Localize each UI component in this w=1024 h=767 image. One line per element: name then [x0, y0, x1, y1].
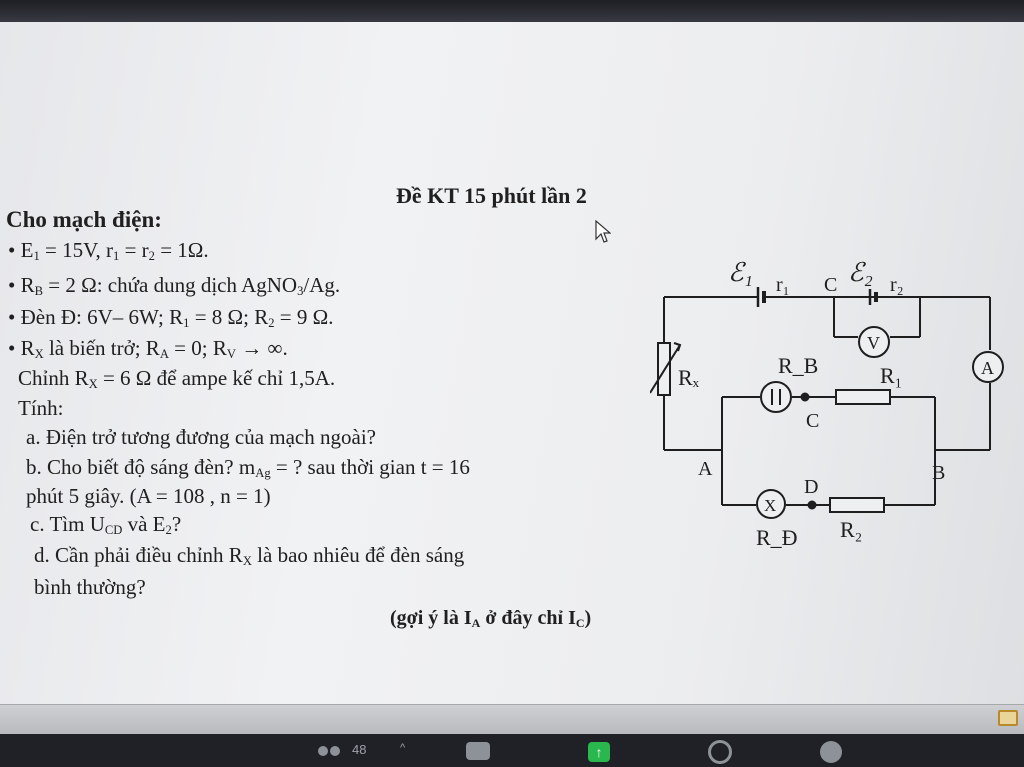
question-c: c. Tìm UCD và E2? — [30, 512, 182, 538]
slide-notes-icon[interactable] — [998, 710, 1018, 726]
voltmeter-symbol — [858, 326, 890, 358]
participants-caret-icon[interactable]: ^ — [400, 742, 406, 754]
rd-label: R_Đ — [756, 525, 798, 550]
c-top-label: C — [824, 274, 837, 296]
slide-bottom-edge — [0, 704, 1024, 734]
r1-label: r₁ — [776, 274, 790, 296]
lamp-symbol — [756, 489, 786, 519]
lamp-label: X — [764, 496, 776, 515]
b-node-label: B — [932, 462, 945, 484]
chat-icon[interactable] — [466, 742, 490, 760]
mouse-cursor-icon — [595, 220, 611, 243]
bullet-lamp: • Đèn Đ: 6V– 6W; R1 = 8 Ω; R2 = 9 Ω. — [8, 305, 334, 331]
adjust-line: Chỉnh RX = 6 Ω để ampe kế chỉ 1,5A. — [18, 366, 336, 392]
question-b: b. Cho biết độ sáng đèn? mAg = ? sau thờ… — [26, 455, 470, 481]
r2-resistor-label: R₂ — [840, 517, 862, 542]
slide-title: Đề KT 15 phút lần 2 — [396, 183, 587, 208]
ammeter-label: A — [981, 358, 994, 378]
circuit-heading: Cho mạch điện: — [6, 207, 162, 232]
r2-label: r₂ — [890, 274, 904, 296]
bullet-rx: • RX là biến trở; RA = 0; RV → ∞. — [8, 336, 288, 362]
d-node-label: D — [804, 476, 818, 498]
question-b-cont: phút 5 giây. (A = 108 , n = 1) — [26, 484, 271, 508]
question-a: a. Điện trở tương đương của mạch ngoài? — [26, 425, 376, 449]
participants-icon[interactable] — [316, 742, 350, 760]
window-top-bar — [0, 0, 1024, 24]
circuit-diagram: ℰ₁ r₁ C ℰ₂ r₂ V A Rₓ R_B R₁ C A B X D R_… — [650, 258, 1004, 550]
electrolysis-cell-symbol — [760, 381, 792, 413]
r1-resistor-label: R₁ — [880, 363, 902, 388]
question-d: d. Cần phải điều chỉnh RX là bao nhiêu đ… — [34, 543, 465, 569]
question-d-cont: bình thường? — [34, 575, 146, 599]
ammeter-symbol — [972, 351, 1004, 383]
rb-label: R_B — [778, 353, 818, 378]
compute-label: Tính: — [18, 396, 64, 420]
voltmeter-label: V — [867, 333, 880, 353]
bullet-rb: • RB = 2 Ω: chứa dung dịch AgNO3/Ag. — [8, 273, 341, 299]
reactions-icon[interactable] — [820, 741, 842, 763]
share-screen-icon[interactable]: ↑ — [588, 742, 610, 762]
bullet-source: • E1 = 15V, r1 = r2 = 1Ω. — [8, 238, 209, 264]
rx-label: Rₓ — [678, 365, 700, 390]
a-node-label: A — [698, 458, 713, 480]
e2-label: ℰ₂ — [848, 258, 873, 287]
record-icon[interactable] — [708, 740, 732, 764]
e1-label: ℰ₁ — [728, 258, 753, 287]
meeting-toolbar — [0, 734, 1024, 767]
hint-line: (gợi ý là IA ở đây chỉ IC) — [390, 607, 592, 630]
presentation-slide — [0, 22, 1024, 712]
c-node-label: C — [806, 410, 819, 432]
participants-count[interactable]: 48 — [352, 742, 367, 757]
